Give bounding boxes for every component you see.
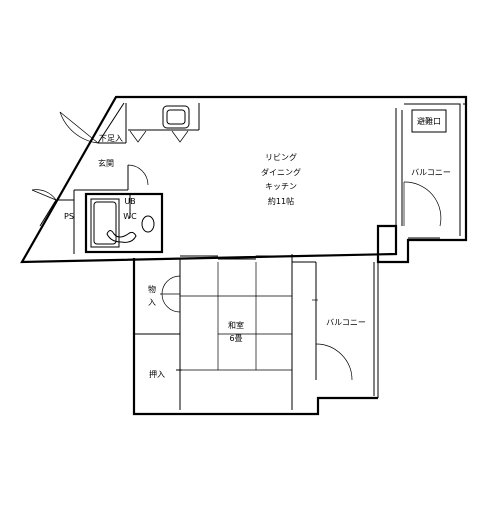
closet-label: 押入	[149, 369, 165, 379]
lower-walls	[132, 254, 379, 416]
upper-balcony-openings	[395, 108, 447, 239]
ldk-label-kitchen: キッチン	[265, 182, 297, 191]
ldk-label-size: 約11帖	[268, 196, 294, 206]
washitsu-label: 和室	[228, 320, 244, 330]
storage-label-2: 入	[148, 298, 156, 307]
sliding-doors	[180, 255, 292, 260]
unit-bath	[84, 192, 164, 254]
storage	[134, 258, 181, 335]
tatami	[180, 262, 292, 371]
ldk-label-dining: ダイニング	[261, 167, 301, 177]
pipe-space	[31, 189, 75, 254]
kitchen-fixtures	[128, 103, 200, 143]
closet	[176, 334, 182, 410]
shoe-closet-label: 下足入	[99, 134, 123, 143]
outer-walls	[20, 95, 468, 264]
washitsu-size-label: 6畳	[229, 334, 242, 343]
toilet-label: WC	[123, 212, 137, 221]
entrance-area	[59, 103, 149, 191]
lower-balcony-label: バルコニー	[326, 318, 366, 327]
storage-label-1: 物	[148, 284, 156, 294]
diagonal-wall	[21, 96, 125, 263]
evacuation-hatch-label: 避難口	[417, 116, 441, 126]
entrance-label: 玄関	[98, 158, 114, 168]
lower-balcony-door	[312, 299, 353, 381]
ldk-label-living: リビング	[265, 152, 297, 162]
pipe-space-label: PS	[64, 212, 74, 221]
bath-label: UB	[124, 197, 135, 206]
upper-balcony-label: バルコニー	[411, 168, 451, 177]
